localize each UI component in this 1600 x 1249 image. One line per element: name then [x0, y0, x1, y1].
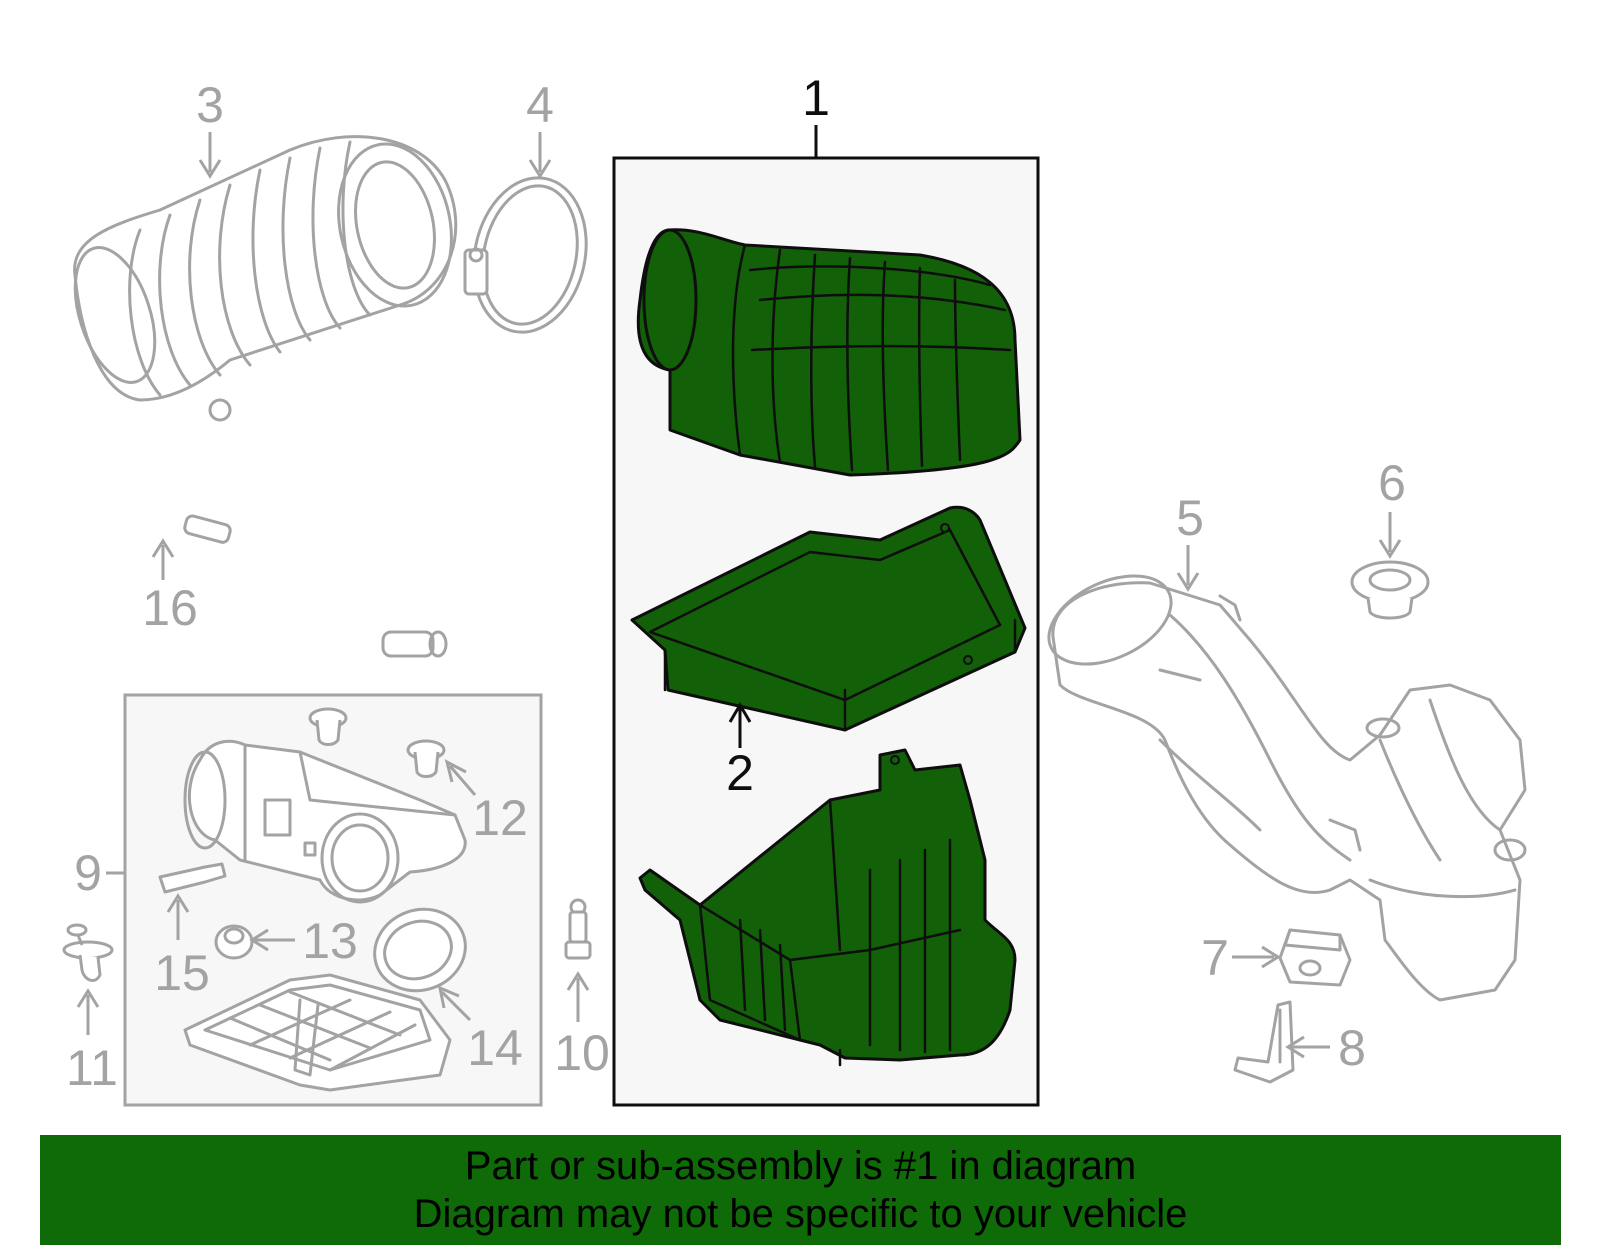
part-8-clip[interactable]	[1233, 1000, 1295, 1084]
part-6-grommet[interactable]	[1350, 560, 1430, 620]
callout-5: 5	[1176, 490, 1204, 546]
part-15-sensor[interactable]	[158, 862, 227, 894]
part-5-intake-duct[interactable]	[1035, 558, 1527, 1002]
part-2-filter-element[interactable]	[630, 505, 1027, 732]
callout-14: 14	[467, 1020, 523, 1076]
callout-7: 7	[1201, 930, 1229, 986]
callout-13: 13	[302, 913, 358, 969]
part-10-sensor-plug[interactable]	[564, 898, 592, 960]
part-9-air-box-assembly[interactable]	[183, 739, 467, 904]
leader-14	[437, 985, 472, 1022]
callout-12: 12	[472, 790, 528, 846]
leader-10	[566, 971, 590, 1022]
callout-10: 10	[554, 1025, 610, 1081]
leader-16	[151, 538, 175, 580]
callout-2: 2	[726, 745, 754, 801]
leader-4	[528, 132, 552, 179]
callout-1: 1	[802, 70, 830, 126]
callout-8: 8	[1338, 1020, 1366, 1076]
callout-16: 16	[142, 580, 198, 636]
part-12-grommet[interactable]	[406, 739, 446, 778]
part-7-bushing[interactable]	[1278, 928, 1352, 987]
part-tray-grid[interactable]	[183, 973, 452, 1092]
part-16-vent-tube[interactable]	[144, 398, 448, 658]
callout-9: 9	[74, 845, 102, 901]
callout-3: 3	[196, 77, 224, 133]
leader-7	[1232, 945, 1281, 969]
leader-8	[1285, 1035, 1330, 1059]
leader-12	[444, 759, 477, 796]
info-banner-background	[40, 1135, 1561, 1245]
leader-6	[1378, 512, 1402, 559]
leader-3	[198, 132, 222, 179]
callout-15: 15	[154, 945, 210, 1001]
part-4-hose-clamp[interactable]	[460, 167, 600, 342]
part-13-bushing[interactable]	[214, 924, 254, 960]
part-3-intake-hose[interactable]	[60, 133, 466, 402]
leader-11	[76, 988, 100, 1035]
part-top-grommet[interactable]	[308, 707, 348, 746]
callout-4: 4	[526, 77, 554, 133]
leader-13	[249, 928, 295, 952]
part-11-push-pin[interactable]	[62, 923, 114, 982]
info-banner: Part or sub-assembly is #1 in diagram Di…	[40, 1135, 1561, 1245]
banner-line-2: Diagram may not be specific to your vehi…	[413, 1192, 1188, 1236]
leader-15	[166, 893, 190, 940]
banner-line-1: Part or sub-assembly is #1 in diagram	[464, 1144, 1137, 1188]
callout-6: 6	[1378, 455, 1406, 511]
part-14-seal-ring[interactable]	[363, 897, 477, 1004]
leader-2	[728, 702, 752, 748]
leader-5	[1176, 545, 1200, 592]
callout-11: 11	[66, 1040, 118, 1096]
part-1-air-cleaner-cover[interactable]	[636, 228, 1022, 477]
part-1-air-cleaner-housing[interactable]	[638, 748, 1017, 1067]
